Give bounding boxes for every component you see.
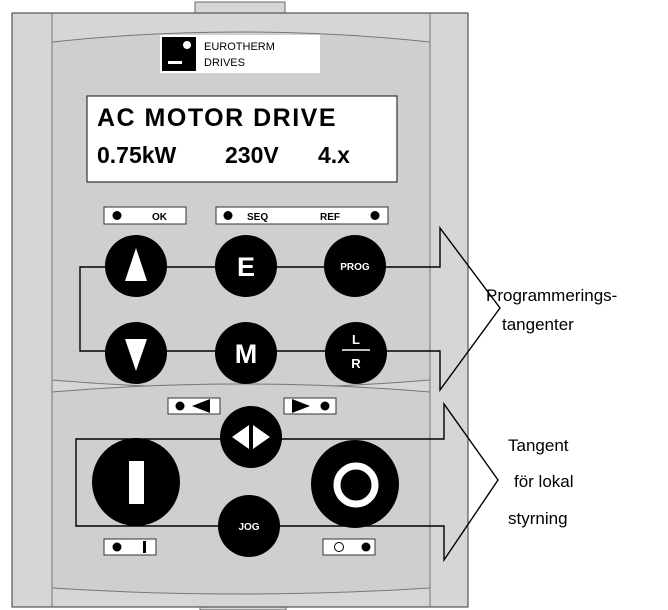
forward-reverse-button[interactable] (220, 406, 282, 468)
local-keys-arrow (75, 401, 499, 563)
stop-indicator (322, 538, 376, 556)
up-button[interactable] (105, 235, 167, 297)
m-key-label: M (235, 339, 258, 369)
logo-line2: DRIVES (204, 57, 245, 69)
reverse-indicator (167, 397, 221, 415)
down-triangle-icon (125, 339, 147, 371)
up-triangle-icon (125, 248, 147, 281)
run-button[interactable] (92, 438, 180, 526)
left-arrow-icon (192, 399, 210, 413)
stop-ring-icon (333, 462, 379, 508)
seq-led (223, 211, 233, 220)
prog-button[interactable]: PROG (324, 235, 386, 297)
run-bar-icon (129, 461, 144, 504)
remote-key-label: R (351, 356, 361, 371)
right-arrow-icon (292, 399, 310, 413)
run-indicator (103, 538, 157, 556)
eurotherm-logo: EUROTHERM DRIVES (160, 35, 320, 73)
local-label-line2: för lokal (514, 472, 574, 491)
m-button[interactable]: M (215, 322, 277, 384)
display-version: 4.x (318, 142, 350, 168)
jog-button[interactable]: JOG (218, 495, 280, 557)
ok-indicator: OK (103, 206, 187, 225)
display-power: 0.75kW (97, 142, 177, 168)
e-button[interactable]: E (215, 235, 277, 297)
logo-line1: EUROTHERM (204, 41, 275, 53)
local-remote-button[interactable]: L R (325, 322, 387, 384)
programming-label-line2: tangenter (502, 315, 574, 334)
ok-label: OK (152, 212, 168, 223)
stop-button[interactable] (311, 440, 399, 528)
ref-label: REF (320, 212, 340, 223)
local-key-label: L (352, 332, 360, 347)
logo-dot (183, 41, 191, 49)
run-led (112, 542, 122, 552)
lcd-display: AC MOTOR DRIVE 0.75kW 230V 4.x (86, 95, 398, 183)
prog-key-label: PROG (340, 262, 370, 273)
e-key-label: E (237, 252, 255, 282)
run-led-bar (143, 541, 146, 553)
seq-ref-indicator: SEQ REF (215, 206, 389, 225)
display-line1: AC MOTOR DRIVE (97, 104, 337, 132)
reverse-led (175, 401, 185, 411)
jog-key-label: JOG (238, 522, 259, 533)
top-tab (194, 1, 286, 15)
display-voltage: 230V (225, 142, 279, 168)
programming-label-line1: Programmerings- (486, 286, 617, 305)
stop-led (361, 542, 371, 552)
logo-bar (168, 61, 182, 64)
forward-indicator (283, 397, 337, 415)
ok-led (112, 211, 122, 220)
down-button[interactable] (105, 322, 167, 384)
forward-reverse-icon (232, 425, 270, 449)
local-label-line1: Tangent (508, 436, 569, 455)
local-label-line3: styrning (508, 509, 568, 528)
forward-led (320, 401, 330, 411)
stop-led-ring (334, 542, 344, 552)
ref-led (370, 211, 380, 220)
seq-label: SEQ (247, 212, 268, 223)
